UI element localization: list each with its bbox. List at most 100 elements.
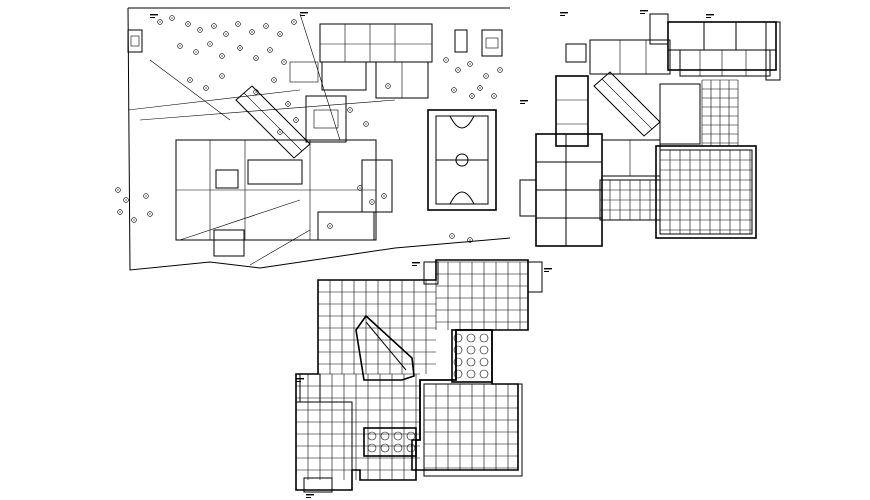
planter-circle [380, 443, 390, 453]
tree-symbol [449, 233, 455, 239]
court-key-top [449, 115, 475, 129]
site-diagonal-wing-axis [243, 92, 303, 152]
planter-circle [393, 431, 403, 441]
tree-symbol [207, 41, 213, 47]
tree-symbol [347, 107, 353, 113]
tree-symbol [253, 55, 259, 61]
planter-circle [479, 369, 489, 379]
tree-center [371, 201, 373, 203]
tree-symbol [253, 89, 259, 95]
tile-plan-diagonal-void [355, 314, 415, 381]
planter-circle [453, 345, 463, 355]
site-building-annex [289, 61, 319, 83]
tree-center [293, 21, 295, 23]
tree-symbol [293, 117, 299, 123]
tree-center [213, 25, 215, 27]
tree-symbol [169, 15, 175, 21]
tree-center [383, 195, 385, 197]
tile-plan-courtyard-north [451, 329, 493, 383]
tree-center [365, 123, 367, 125]
tile-plan-planters [367, 333, 489, 453]
tree-center [119, 211, 121, 213]
tree-center [189, 79, 191, 81]
annotation-mark [560, 15, 565, 16]
planter-circle [367, 431, 377, 441]
tiling-plan [295, 259, 543, 493]
tree-symbol [291, 19, 297, 25]
tree-symbol [203, 85, 209, 91]
tree-symbol [477, 85, 483, 91]
tree-symbol [385, 83, 391, 89]
tree-symbol [263, 23, 269, 29]
tree-symbol [451, 87, 457, 93]
basketball-court [427, 109, 497, 211]
tree-center [493, 95, 495, 97]
tile-plan-entrance [303, 477, 333, 493]
plan-diagonal-axis [601, 78, 653, 130]
annotation-mark [300, 15, 305, 16]
tree-center [287, 103, 289, 105]
plan-corridor-upper [589, 39, 671, 75]
site-room-2 [317, 211, 375, 241]
tree-symbol [177, 43, 183, 49]
tree-symbol [469, 93, 475, 99]
tree-symbol [277, 31, 283, 37]
annotation-mark [150, 14, 158, 16]
plan-stair-north [649, 13, 669, 45]
annotation-mark [300, 12, 308, 14]
planter-circle [406, 431, 416, 441]
tree-center [329, 225, 331, 227]
site-room [215, 169, 239, 189]
tree-symbol [267, 47, 273, 53]
site-plan [115, 7, 511, 271]
plan-core [659, 83, 701, 145]
site-path-line-4 [249, 229, 311, 266]
tree-symbol [483, 73, 489, 79]
tree-center [179, 45, 181, 47]
tree-center [349, 109, 351, 111]
planter-circle [466, 357, 476, 367]
tree-symbol [197, 27, 203, 33]
site-path-line-3 [179, 199, 301, 241]
tree-center [145, 195, 147, 197]
planter-circle [466, 333, 476, 343]
planter-circle [466, 345, 476, 355]
tree-center [295, 119, 297, 121]
annotation-mark [544, 268, 552, 270]
site-path-line [149, 59, 231, 121]
tree-center [469, 239, 471, 241]
tree-symbol [285, 101, 291, 107]
annotation-mark [412, 265, 417, 266]
annotation-mark [544, 271, 549, 272]
tree-symbol [117, 209, 123, 215]
site-boundary-outline [127, 7, 511, 271]
tree-center [239, 47, 241, 49]
plan-hall-inner [659, 149, 753, 235]
tree-symbol [185, 21, 191, 27]
annotation-mark [640, 13, 645, 14]
tree-symbol [277, 129, 283, 135]
landscape-trees [115, 15, 503, 243]
tree-center [125, 199, 127, 201]
annotation-mark [520, 103, 525, 104]
planter-circle [453, 369, 463, 379]
tree-center [273, 79, 275, 81]
tree-center [265, 25, 267, 27]
site-road-line-2 [139, 99, 396, 121]
tree-center [445, 59, 447, 61]
tree-symbol [157, 19, 163, 25]
tree-center [499, 69, 501, 71]
annotation-mark [306, 497, 311, 498]
tree-symbol [143, 193, 149, 199]
tree-center [149, 213, 151, 215]
tree-symbol [497, 67, 503, 73]
annotation-mark [412, 262, 420, 264]
planter-circle [479, 333, 489, 343]
site-central-block [305, 95, 347, 143]
site-building-top [319, 23, 433, 63]
site-building-block-2 [321, 61, 367, 91]
tile-plan-east-hall-outer [423, 383, 523, 477]
tile-plan-stair-north [423, 261, 439, 285]
planter-circle [453, 357, 463, 367]
